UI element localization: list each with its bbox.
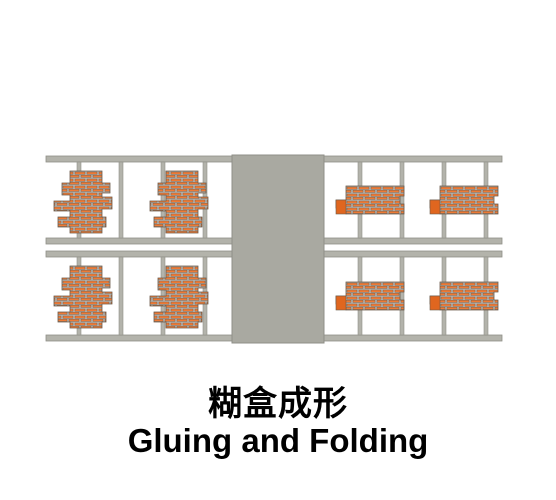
unfolded-carton-4 [149,265,209,329]
folded-carton-3 [335,281,405,311]
folded-carton-4 [429,281,499,311]
caption-english: Gluing and Folding [127,422,429,459]
unfolded-carton-3 [53,265,113,329]
conveyor-frame [45,154,503,344]
folding-station-plate [231,154,325,344]
folded-carton-2 [429,185,499,215]
caption-chinese: 糊盒成形 [208,384,348,424]
unfolded-carton-2 [149,170,209,234]
folded-carton-1 [335,185,405,215]
unfolded-carton-1 [53,170,113,234]
